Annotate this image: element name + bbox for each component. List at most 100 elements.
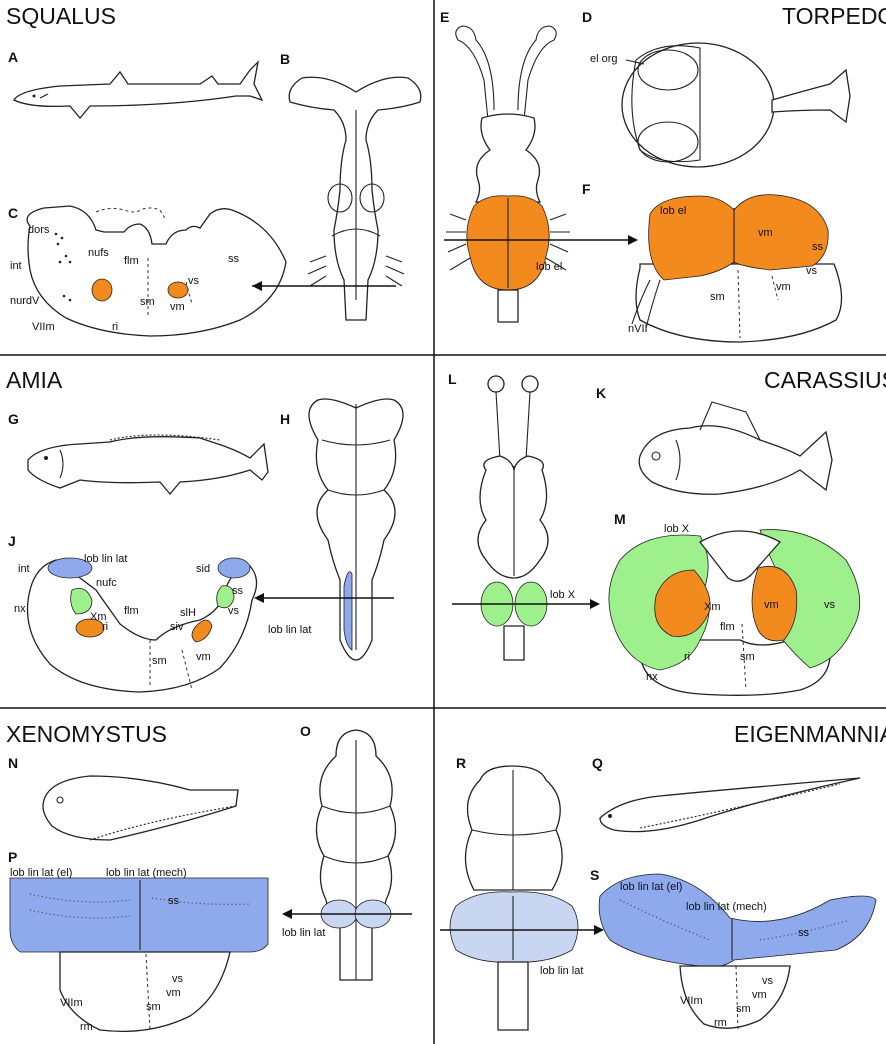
brain-dorsal-eigenmannia: lob lin lat (449, 765, 583, 1031)
label-sm: sm (736, 1003, 751, 1015)
carassius-fish-drawing (638, 401, 833, 495)
panel-letter-n: N (8, 755, 18, 771)
lateral-line-lobe-dorsal (343, 571, 353, 651)
label-vs: vs (824, 599, 836, 611)
label-lob-x: lob X (664, 523, 690, 535)
label-vm: vm (170, 301, 185, 313)
panel-letter-g: G (8, 411, 19, 427)
label-sm: sm (146, 1001, 161, 1013)
xenomystus-fish-drawing (42, 775, 239, 841)
panel-title: EIGENMANNIA (734, 721, 886, 747)
label-lob-lin-lat-el: lob lin lat (el) (620, 881, 682, 893)
label-vm: vm (764, 599, 779, 611)
label-lob-lin-lat-mech: lob lin lat (mech) (686, 901, 767, 913)
panel-title: XENOMYSTUS (6, 721, 167, 747)
label-vs: vs (228, 605, 240, 617)
brainstem-section-squalus: dors int nufs flm ss vs vm sm nurdV VIIm… (10, 205, 287, 337)
label-lob-lin-lat: lob lin lat (84, 553, 127, 565)
label-viim: VIIm (32, 321, 55, 333)
lateral-line-lobe-dorsal (449, 891, 579, 963)
panel-letter-r: R (456, 755, 466, 771)
panel-letter-j: J (8, 533, 16, 549)
label-int: int (10, 260, 22, 272)
nufc-region (70, 587, 93, 615)
panel-squalus: SQUALUS A B C (6, 3, 422, 337)
electrosensory-lobe-section (648, 194, 829, 281)
label-ri: ri (112, 321, 118, 333)
label-vs: vs (806, 265, 818, 277)
panel-xenomystus: XENOMYSTUS N O P lob lin lat lob lin lat… (6, 721, 412, 1033)
label-dors: dors (28, 224, 50, 236)
label-vm: vm (166, 987, 181, 999)
brainstem-section-carassius: lob X Xm flm vm vs ri sm nx (608, 523, 861, 696)
panel-torpedo: TORPEDO E D F el org lob el (440, 3, 886, 343)
vagal-region (216, 585, 235, 609)
label-rm: rm (80, 1021, 93, 1033)
viim-nucleus (91, 278, 113, 302)
brain-dorsal-amia: lob lin lat (268, 398, 404, 661)
panel-letter-m: M (614, 511, 626, 527)
panel-carassius: CARASSIUS L K M lob X (448, 367, 886, 696)
label-ss: ss (798, 927, 810, 939)
label-lob-lin-lat-dorsal: lob lin lat (540, 965, 583, 977)
label-lob-lin-lat-dorsal: lob lin lat (268, 624, 311, 636)
label-viim: VIIm (60, 997, 83, 1009)
brainstem-section-amia: lob lin lat int nufc sid ss vs slH siv v… (14, 553, 258, 693)
label-rm: rm (714, 1017, 727, 1029)
panel-letter-q: Q (592, 755, 603, 771)
panel-title: AMIA (6, 367, 63, 393)
label-sm: sm (740, 651, 755, 663)
brainstem-section-torpedo: lob el vm ss vs vm sm nVII (628, 194, 843, 343)
label-xm: Xm (704, 601, 721, 613)
eigenmannia-fish-drawing (599, 777, 861, 833)
label-ss: ss (168, 895, 180, 907)
xm-nucleus (75, 618, 105, 638)
brainstem-section-eigenmannia: lob lin lat (el) lob lin lat (mech) ss v… (598, 873, 877, 1031)
vm-region (191, 619, 213, 643)
label-lob-lin-lat-el: lob lin lat (el) (10, 867, 72, 879)
label-ss: ss (812, 241, 824, 253)
brainstem-section-xenomystus: lob lin lat (el) lob lin lat (mech) ss v… (9, 867, 269, 1033)
lateral-line-lobe-section (47, 557, 93, 579)
panel-letter-f: F (582, 181, 591, 197)
label-flm: flm (124, 605, 139, 617)
label-nvii: nVII (628, 323, 648, 335)
label-nx: nx (646, 671, 658, 683)
label-vm-upper: vm (758, 227, 773, 239)
label-lob-lin-lat-dorsal: lob lin lat (282, 927, 325, 939)
lateral-line-lobe-section (598, 873, 877, 968)
panel-letter-e: E (440, 9, 449, 25)
label-slh: slH (180, 607, 196, 619)
label-lob-el-dorsal: lob el (536, 261, 562, 273)
panel-letter-b: B (280, 51, 290, 67)
label-vm: vm (752, 989, 767, 1001)
label-el-org: el org (590, 53, 618, 65)
label-sm: sm (710, 291, 725, 303)
panel-title: CARASSIUS (764, 367, 886, 393)
panel-letter-o: O (300, 723, 311, 739)
label-flm: flm (720, 621, 735, 633)
label-ri: ri (684, 651, 690, 663)
panel-eigenmannia: EIGENMANNIA R Q S lob lin lat lob l (440, 721, 886, 1031)
label-xm: Xm (90, 611, 107, 623)
label-vm: vm (776, 281, 791, 293)
electrosensory-xm-region (654, 569, 711, 637)
label-lob-el: lob el (660, 205, 686, 217)
label-siv: siv (170, 621, 184, 633)
vm-region (167, 281, 189, 299)
brain-dorsal-carassius: lob X (477, 375, 576, 661)
panel-letter-l: L (448, 371, 457, 387)
brain-dorsal-squalus (288, 76, 422, 321)
panel-letter-a: A (8, 49, 18, 65)
panel-letter-s: S (590, 867, 599, 883)
label-sid: sid (196, 563, 210, 575)
panel-amia: AMIA G H J lob lin lat (6, 367, 404, 693)
panel-letter-d: D (582, 9, 592, 25)
label-lob-x-dorsal: lob X (550, 589, 576, 601)
label-flm: flm (124, 255, 139, 267)
panel-title: TORPEDO (782, 3, 886, 29)
label-ss: ss (232, 585, 244, 597)
label-vs: vs (188, 275, 200, 287)
shark-drawing (13, 60, 264, 120)
